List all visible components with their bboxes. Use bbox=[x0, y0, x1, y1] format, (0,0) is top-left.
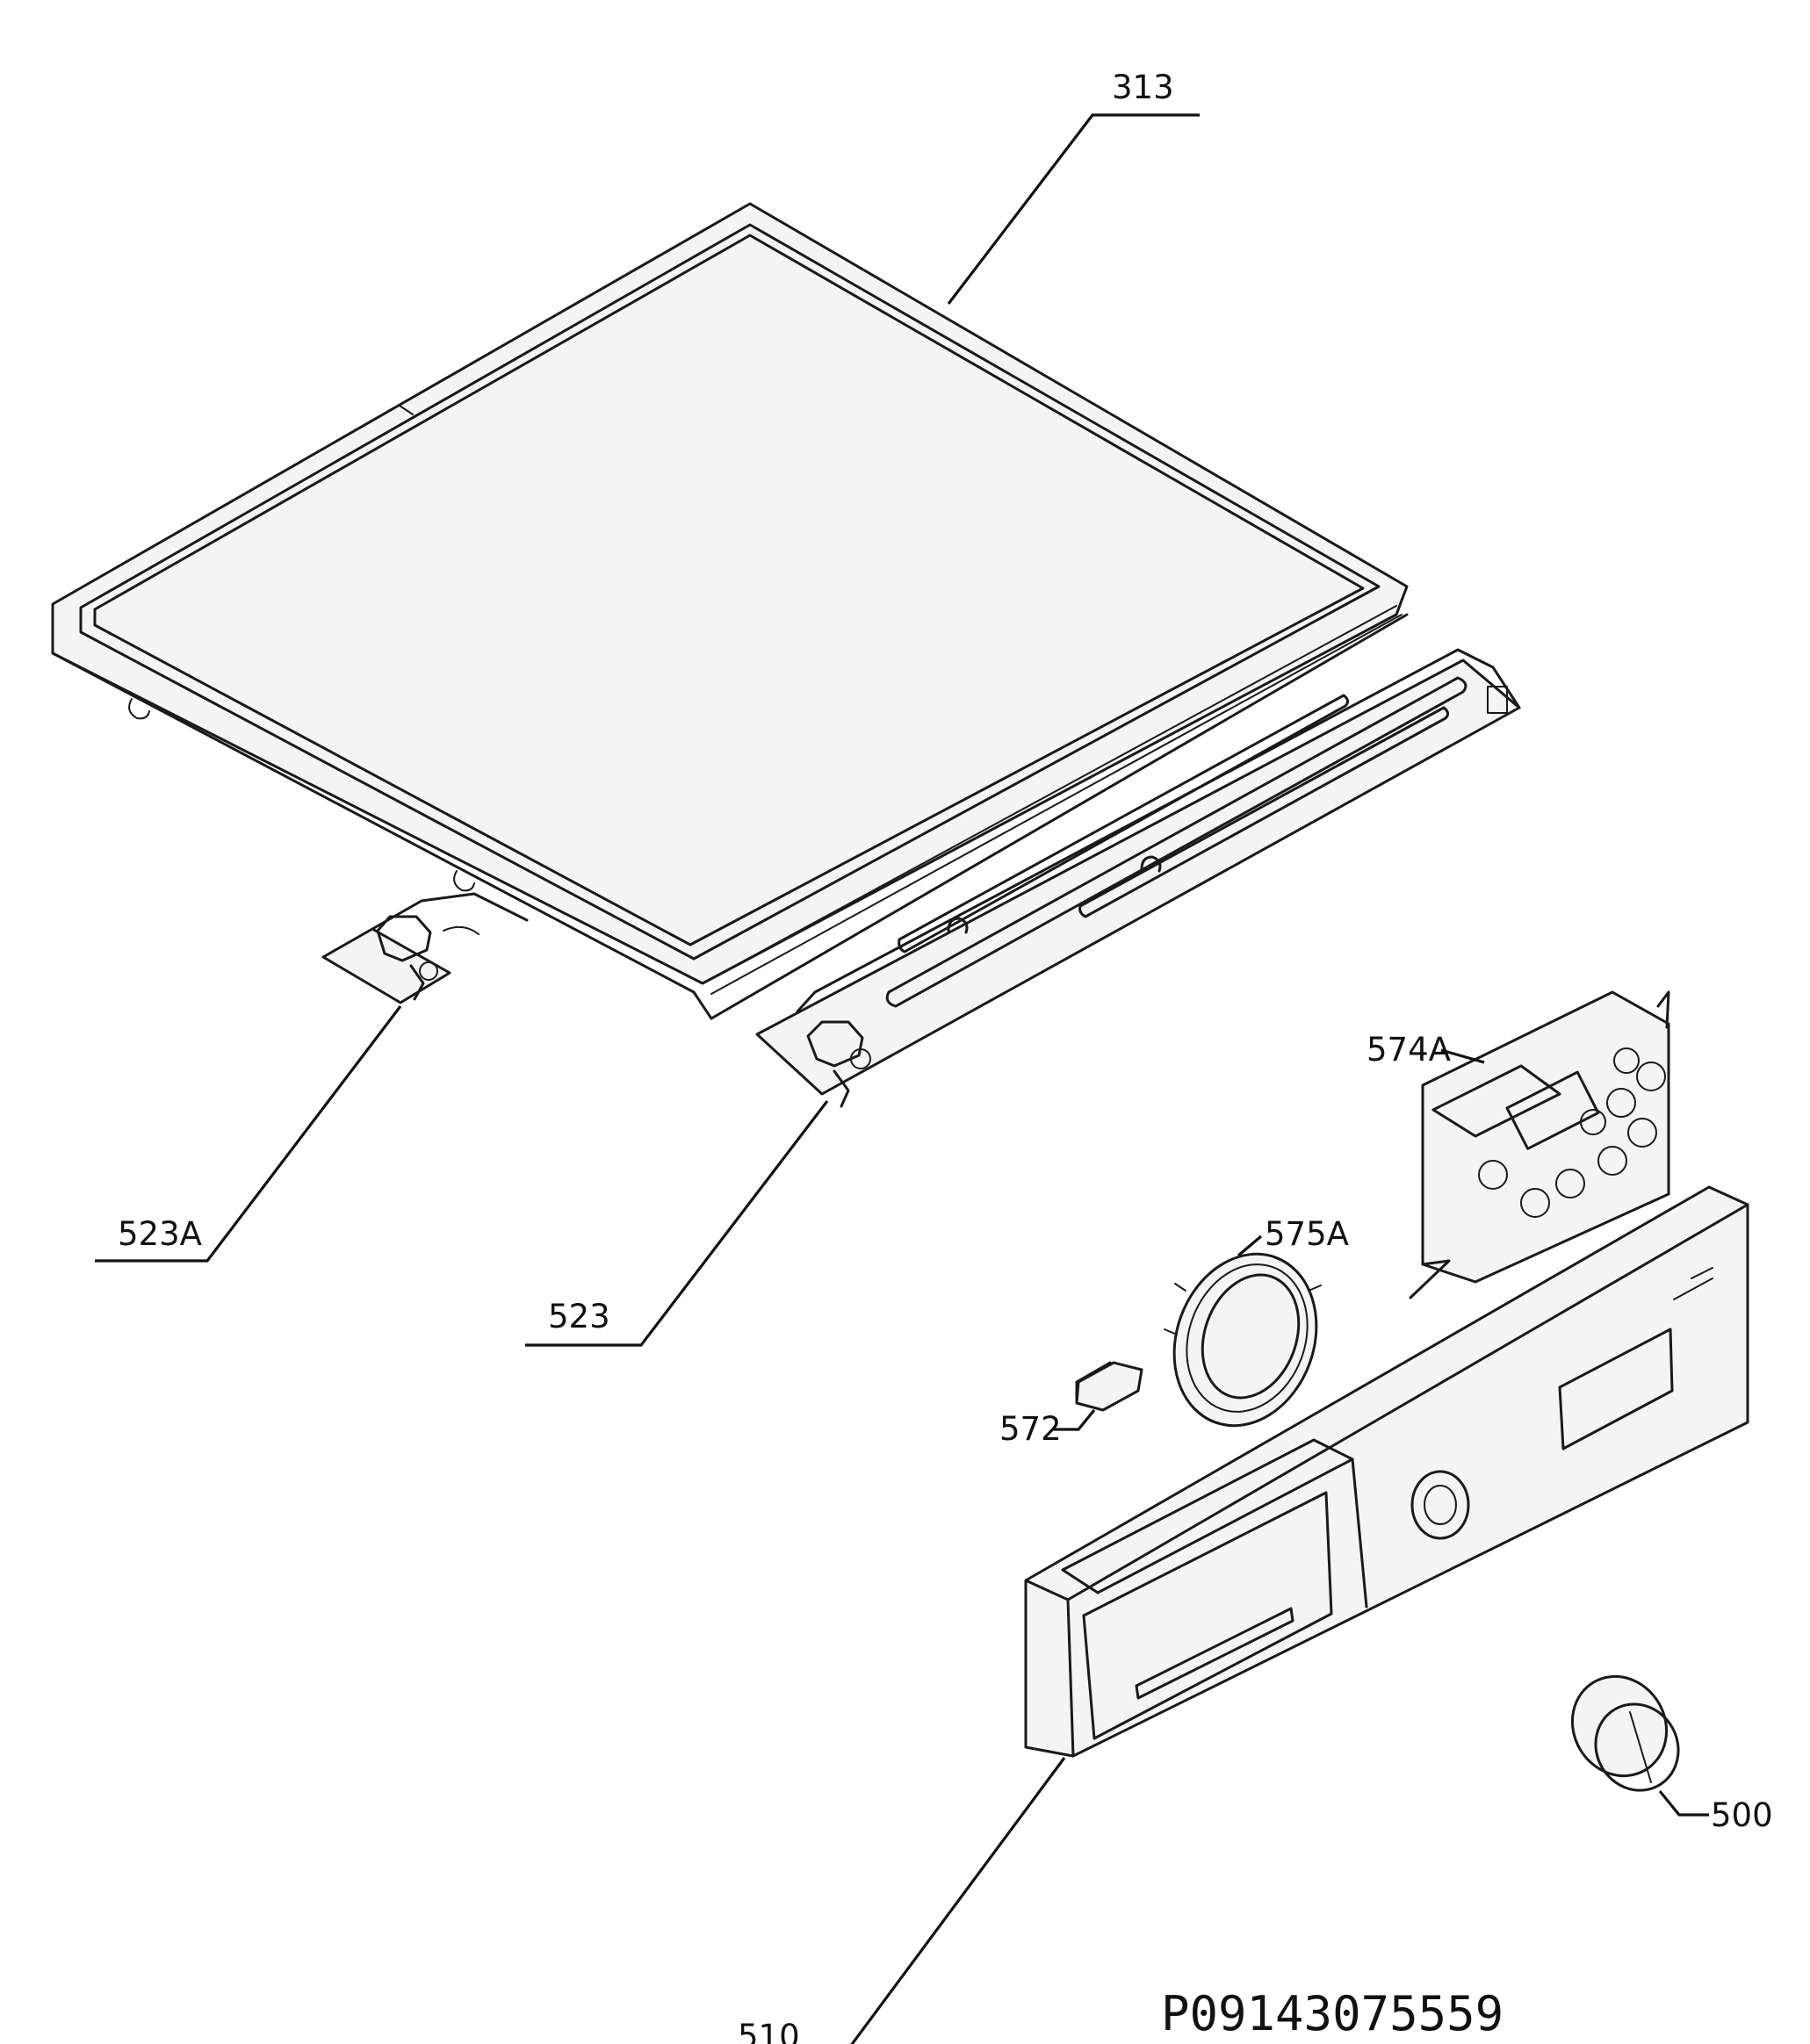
part-510-control-panel bbox=[1024, 1185, 1749, 1758]
leader-575A bbox=[1237, 1234, 1263, 1257]
label-574A: 574A bbox=[1367, 1031, 1451, 1069]
label-510: 510 bbox=[738, 2018, 800, 2044]
label-500: 500 bbox=[1711, 1796, 1773, 1834]
label-523: 523 bbox=[548, 1298, 610, 1335]
part-523A-left-bracket bbox=[321, 892, 529, 1004]
leader-510 bbox=[850, 1757, 1066, 2044]
leader-574A bbox=[1440, 1048, 1485, 1064]
part-313-top-cover bbox=[51, 202, 1409, 1020]
label-572: 572 bbox=[999, 1410, 1062, 1448]
leader-500 bbox=[1658, 1789, 1709, 1817]
part-575A-knob-ring bbox=[1164, 1252, 1322, 1428]
leader-313 bbox=[947, 113, 1200, 305]
leader-523A bbox=[95, 1005, 402, 1263]
label-313: 313 bbox=[1112, 68, 1174, 106]
label-523A: 523A bbox=[118, 1215, 202, 1253]
leader-523 bbox=[525, 1100, 829, 1347]
part-523-right-rail bbox=[755, 648, 1521, 1108]
part-574A-control-board bbox=[1409, 990, 1670, 1299]
label-575A: 575A bbox=[1265, 1215, 1349, 1253]
part-500-knob bbox=[1570, 1674, 1680, 1792]
part-572-button bbox=[1075, 1361, 1143, 1412]
leader-572 bbox=[1052, 1408, 1096, 1431]
drawing-code: P09143075559 bbox=[1161, 1986, 1504, 2041]
